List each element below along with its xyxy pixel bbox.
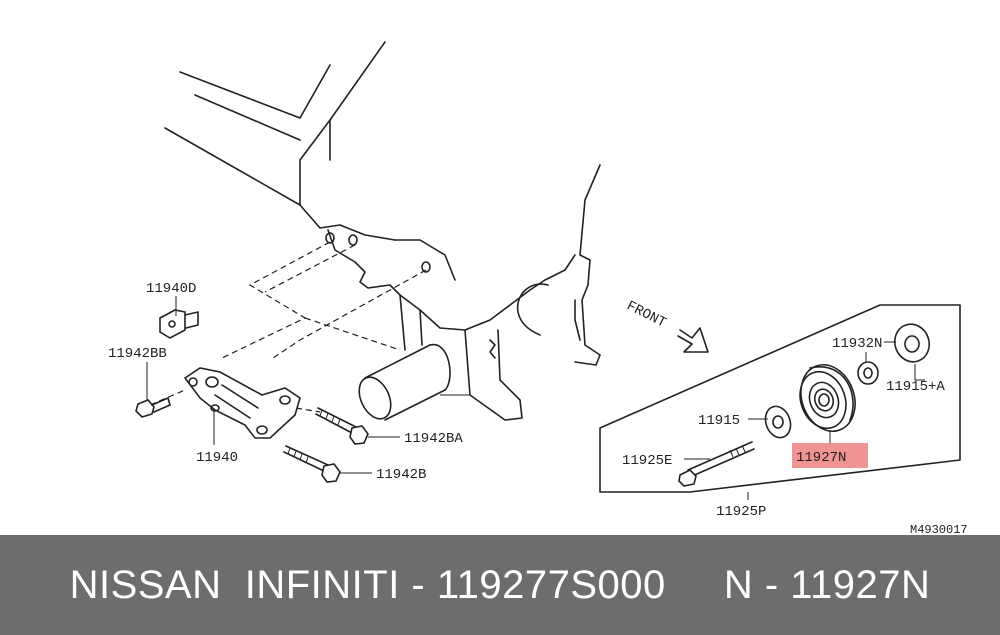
- label-11942BA: 11942BA: [404, 431, 463, 447]
- engine-block-drawing: [164, 41, 601, 421]
- label-11940D: 11940D: [146, 281, 196, 297]
- bolt-11942BA-drawing: [315, 407, 369, 445]
- pulley-inset-frame: [599, 304, 961, 493]
- leader-lines: [146, 296, 925, 500]
- clip-11940D-drawing: [159, 309, 199, 339]
- label-11927N: 11927N: [796, 450, 846, 466]
- label-11932N: 11932N: [832, 336, 882, 352]
- idler-pulley-11927N-drawing: [799, 364, 856, 432]
- mounting-guide-lines: [149, 241, 427, 413]
- bolt-11925E-drawing: [678, 441, 755, 487]
- washer-11915-drawing: [764, 405, 792, 439]
- bracket-11940-drawing: [183, 367, 301, 439]
- spacer-11932N-drawing: [857, 361, 879, 385]
- label-11940: 11940: [196, 450, 238, 466]
- reference-code: M4930017: [910, 523, 968, 535]
- part-number-banner: NISSAN INFINITI - 119277S000 N - 11927N: [0, 535, 1000, 635]
- bolt-11942BB-drawing: [135, 397, 171, 418]
- label-11942BB: 11942BB: [108, 346, 167, 362]
- label-11915: 11915: [698, 413, 740, 429]
- label-11942B: 11942B: [376, 467, 426, 483]
- parts-diagram: FRONT: [108, 41, 968, 535]
- highlight-11927N: [792, 443, 868, 468]
- front-arrow: FRONT: [624, 298, 709, 353]
- label-11925E: 11925E: [622, 453, 672, 469]
- label-11925P: 11925P: [716, 504, 766, 520]
- front-direction-label: FRONT: [624, 298, 669, 331]
- washer-11915A-drawing: [893, 323, 931, 363]
- label-11915A: 11915+A: [886, 379, 945, 395]
- part-number-caption: NISSAN INFINITI - 119277S000 N - 11927N: [69, 562, 931, 607]
- bolt-11942B-drawing: [283, 445, 341, 483]
